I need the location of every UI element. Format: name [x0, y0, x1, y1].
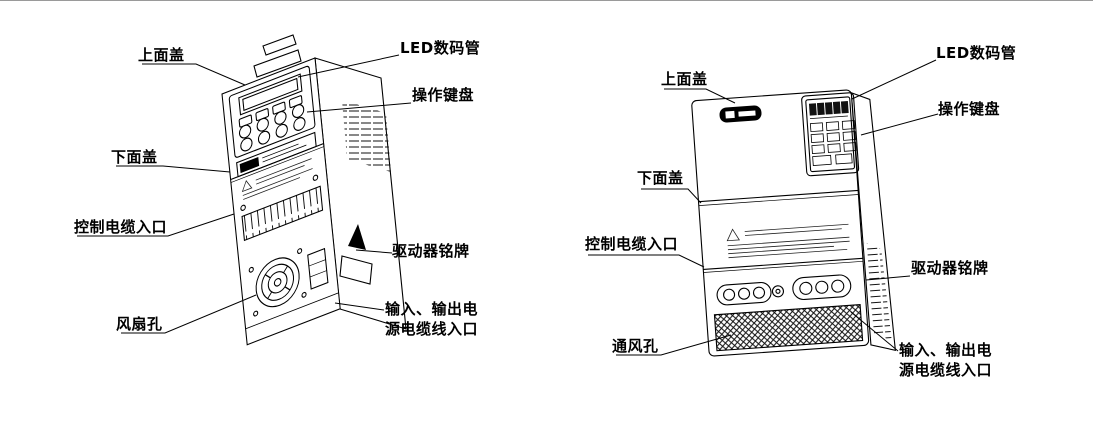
- left-top-block: [253, 49, 302, 78]
- leader-power-right: [850, 311, 899, 352]
- leader-control-cable-right: [588, 254, 705, 268]
- leader-upper-cover-right: [664, 88, 736, 104]
- label-upper-cover-right: 上面盖: [661, 70, 708, 88]
- label-nameplate-right: 驱动器铭牌: [911, 259, 989, 277]
- label-upper-cover-left: 上面盖: [138, 46, 185, 64]
- left-side-vent-grille: [342, 100, 391, 172]
- left-control-cable-entry-graphic: [240, 174, 319, 211]
- label-fan-hole-left: 风扇孔: [116, 315, 163, 333]
- left-cover-seam: [230, 143, 324, 181]
- label-nameplate-left: 驱动器铭牌: [392, 242, 470, 260]
- leader-led-left: [297, 54, 400, 78]
- right-cover-seam: [698, 189, 859, 203]
- label-vent-hole-right: 通风孔: [612, 337, 659, 355]
- leader-power-left: [334, 302, 385, 311]
- leader-lower-cover-right: [641, 188, 702, 204]
- left-keypad-graphic: [228, 65, 316, 158]
- label-control-cable-right: 控制电缆入口: [585, 235, 679, 253]
- leader-control-cable-left: [77, 213, 235, 237]
- page-border-top: [0, 0, 1093, 1]
- left-nameplate-plate: [339, 255, 373, 285]
- left-front-face: [221, 57, 341, 346]
- left-warning-text-block: [241, 158, 313, 200]
- leader-lines: [77, 54, 939, 356]
- right-inverter-drawing: [691, 89, 896, 357]
- left-terminal-box: [307, 247, 329, 290]
- left-led-display-graphic: [238, 73, 303, 116]
- leader-nameplate-right: [865, 275, 911, 281]
- leader-vent-right: [616, 334, 732, 356]
- label-keypad-left: 操作键盘: [412, 86, 475, 104]
- left-front-vent-slots: [241, 185, 324, 242]
- label-keypad-right: 操作键盘: [938, 100, 1001, 118]
- left-top-block-upper: [262, 34, 297, 56]
- left-inverter-drawing: [221, 34, 407, 346]
- leader-led-right: [851, 59, 937, 100]
- right-led-display-graphic: [808, 100, 849, 116]
- label-lower-cover-right: 下面盖: [637, 169, 684, 187]
- left-warning-triangle-icon: [348, 224, 366, 250]
- label-lower-cover-left: 下面盖: [111, 148, 158, 166]
- right-vent-grille: [713, 304, 864, 352]
- leader-nameplate-left: [355, 249, 393, 254]
- right-front-face: [691, 89, 870, 357]
- label-led-display-right: LED数码管: [936, 44, 1017, 62]
- left-fan-grille: [248, 248, 307, 317]
- right-cable-entry-holes: [716, 274, 852, 306]
- right-brand-logo: [719, 105, 762, 123]
- label-led-display-left: LED数码管: [400, 39, 481, 57]
- leader-keypad-left: [306, 102, 412, 113]
- label-power-cable-right: 输入、输出电 源电缆线入口: [899, 341, 993, 379]
- label-control-cable-left: 控制电缆入口: [74, 218, 168, 236]
- right-keypad-graphic: [801, 92, 860, 177]
- right-nameplate-text-block: [726, 223, 850, 259]
- leader-keypad-right: [860, 113, 939, 136]
- leader-fan-left: [121, 294, 257, 334]
- right-side-vent-grille: [864, 242, 892, 341]
- label-power-cable-left: 输入、输出电 源电缆线入口: [385, 300, 479, 338]
- leader-lower-cover-left: [116, 165, 231, 173]
- leader-upper-cover-left: [142, 63, 246, 86]
